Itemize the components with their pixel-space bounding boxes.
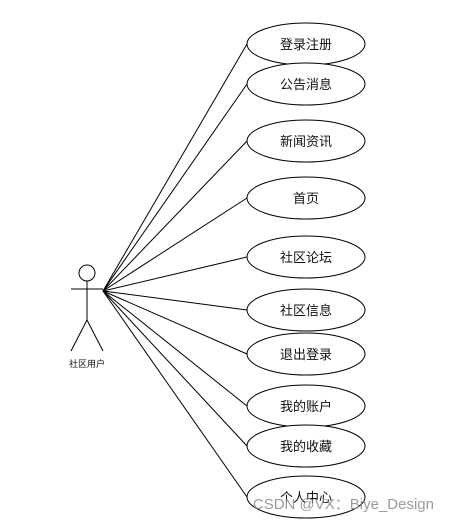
association-lines	[102, 43, 248, 498]
use-case-6: 社区信息	[246, 288, 366, 332]
use-case-4: 首页	[246, 176, 366, 220]
use-case-ellipse-9	[246, 424, 366, 468]
actor-right-leg	[86, 319, 104, 352]
association-line-8	[102, 290, 248, 407]
use-case-label-9: 我的收藏	[280, 439, 332, 455]
use-case-7: 退出登录	[246, 332, 366, 376]
use-case-ellipse-7	[246, 332, 366, 376]
use-case-label-6: 社区信息	[280, 303, 332, 319]
use-case-label-8: 我的账户	[280, 399, 332, 415]
association-line-10	[102, 290, 248, 498]
use-case-ellipse-6	[246, 288, 366, 332]
use-case-1: 登录注册	[246, 22, 366, 66]
use-case-ellipse-2	[246, 62, 366, 106]
use-case-label-4: 首页	[293, 192, 319, 207]
use-case-2: 公告消息	[246, 62, 366, 106]
use-case-label-10: 个人中心	[280, 491, 332, 506]
use-case-label-5: 社区论坛	[280, 250, 332, 266]
actor-head	[78, 264, 96, 282]
use-case-ellipse-10	[246, 475, 366, 519]
association-line-7	[102, 290, 248, 355]
association-line-4	[102, 197, 248, 292]
association-line-9	[102, 290, 248, 447]
association-line-5	[102, 256, 248, 292]
use-case-3: 新闻资讯	[246, 119, 366, 163]
association-line-6	[102, 290, 248, 311]
association-line-1	[102, 43, 248, 292]
use-case-10: 个人中心	[246, 475, 366, 519]
use-case-ellipse-5	[246, 235, 366, 279]
use-case-ellipse-3	[246, 119, 366, 163]
use-case-label-3: 新闻资讯	[280, 134, 332, 150]
watermark-text: CSDN @VX：Biye_Design	[253, 496, 434, 513]
use-case-label-1: 登录注册	[280, 38, 332, 53]
actor-label: 社区用户	[69, 358, 105, 370]
association-line-3	[102, 140, 248, 292]
actor-left-leg	[70, 319, 88, 352]
association-line-2	[102, 83, 248, 292]
use-case-8: 我的账户	[246, 384, 366, 428]
use-case-9: 我的收藏	[246, 424, 366, 468]
use-case-ellipse-4	[246, 176, 366, 220]
use-case-label-7: 退出登录	[280, 348, 332, 363]
use-case-label-2: 公告消息	[280, 77, 332, 93]
use-case-5: 社区论坛	[246, 235, 366, 279]
actor-figure	[70, 264, 104, 352]
